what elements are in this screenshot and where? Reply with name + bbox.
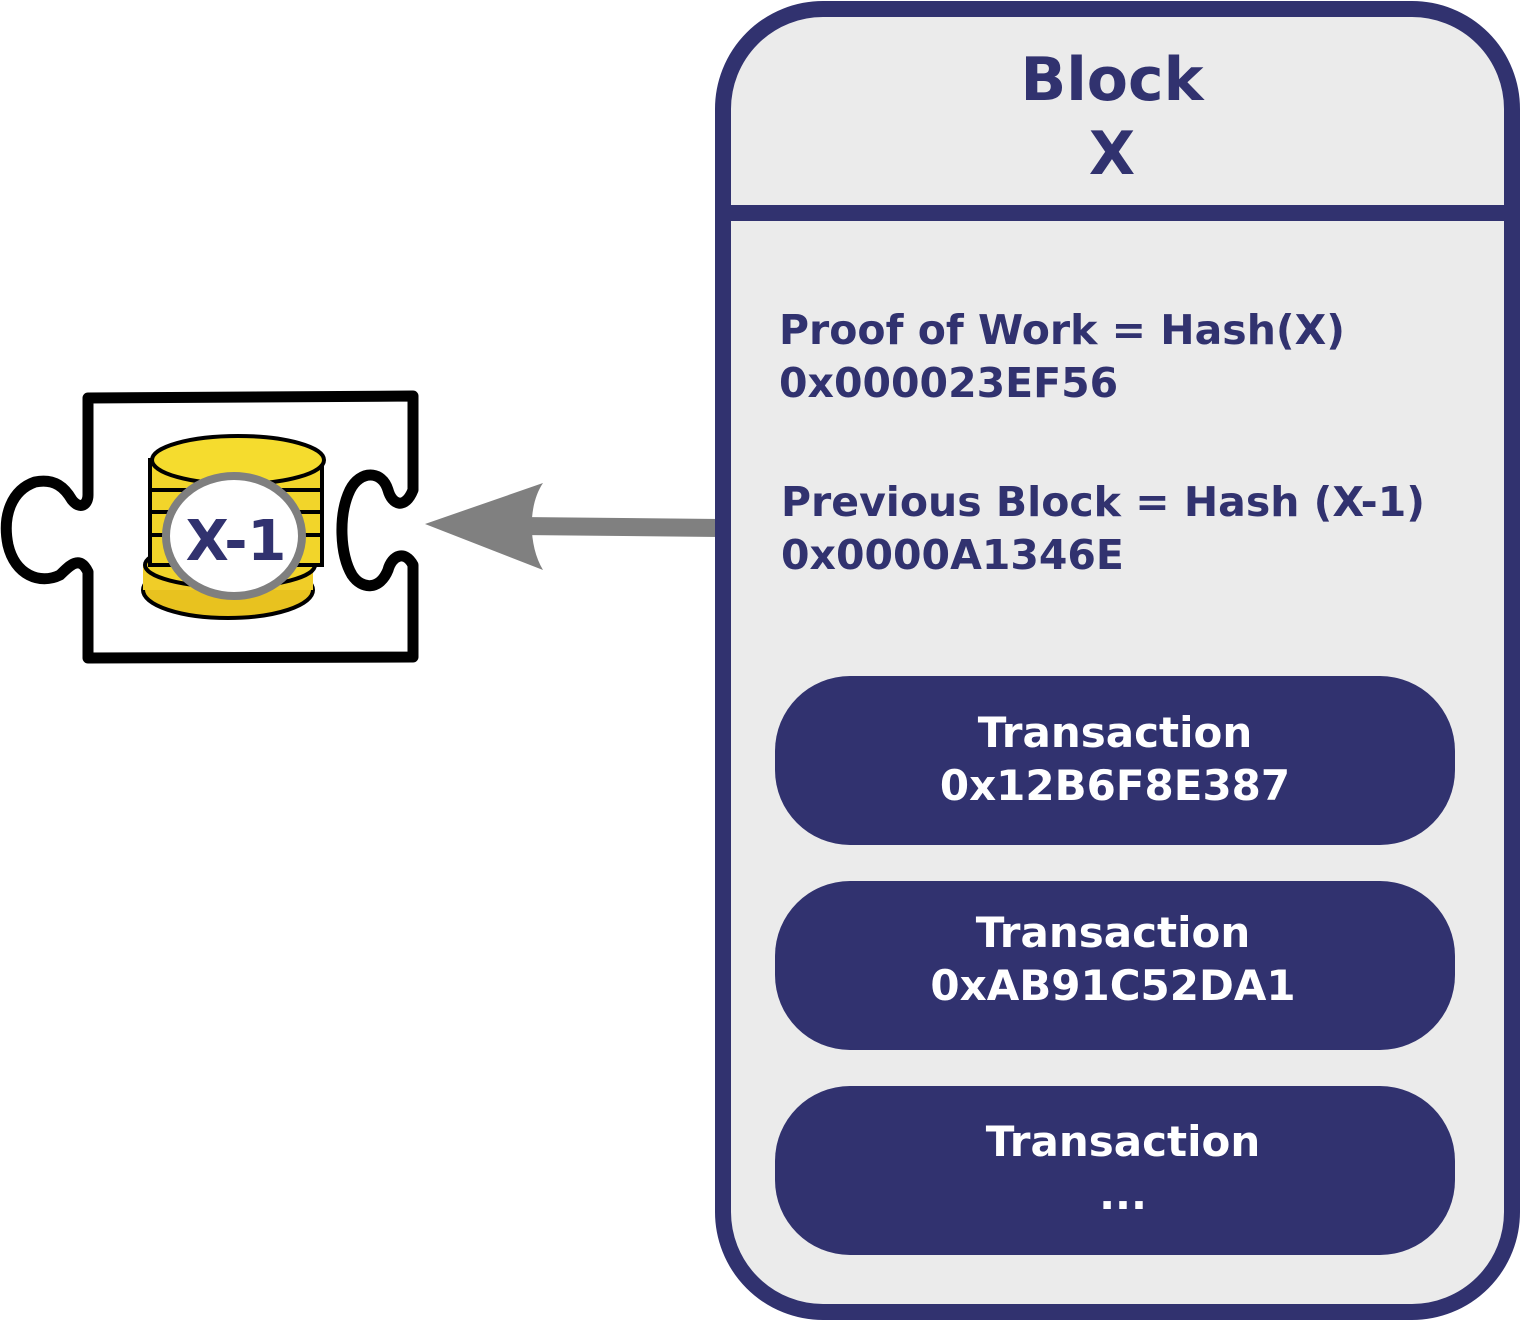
transaction-label: Transaction — [976, 908, 1250, 957]
block-number-badge — [162, 472, 306, 600]
previous-block-label: X-1 — [186, 509, 287, 574]
transaction-item: Transaction 0xAB91C52DA1 — [775, 881, 1455, 1050]
block-card: Block X Proof of Work = Hash(X) 0x000023… — [715, 1, 1520, 1320]
transaction-hash: 0xAB91C52DA1 — [930, 961, 1295, 1010]
previous-block-hash-label: Previous Block = Hash (X-1) — [781, 478, 1425, 526]
transaction-item: Transaction 0x12B6F8E387 — [775, 676, 1455, 845]
previous-block-hash-value: 0x0000A1346E — [781, 531, 1124, 579]
transaction-hash: 0x12B6F8E387 — [940, 761, 1290, 810]
transaction-hash: ... — [1099, 1170, 1147, 1219]
hash-pointer-arrow — [425, 483, 721, 570]
proof-of-work-value: 0x000023EF56 — [779, 359, 1118, 407]
proof-of-work-label: Proof of Work = Hash(X) — [779, 306, 1345, 354]
block-title: Block — [1021, 45, 1206, 115]
block-title-id: X — [1089, 119, 1135, 189]
transaction-label: Transaction — [978, 708, 1252, 757]
transaction-label: Transaction — [986, 1117, 1260, 1166]
previous-block-puzzle-icon: X-1 — [0, 390, 419, 664]
transaction-item: Transaction ... — [775, 1086, 1455, 1255]
